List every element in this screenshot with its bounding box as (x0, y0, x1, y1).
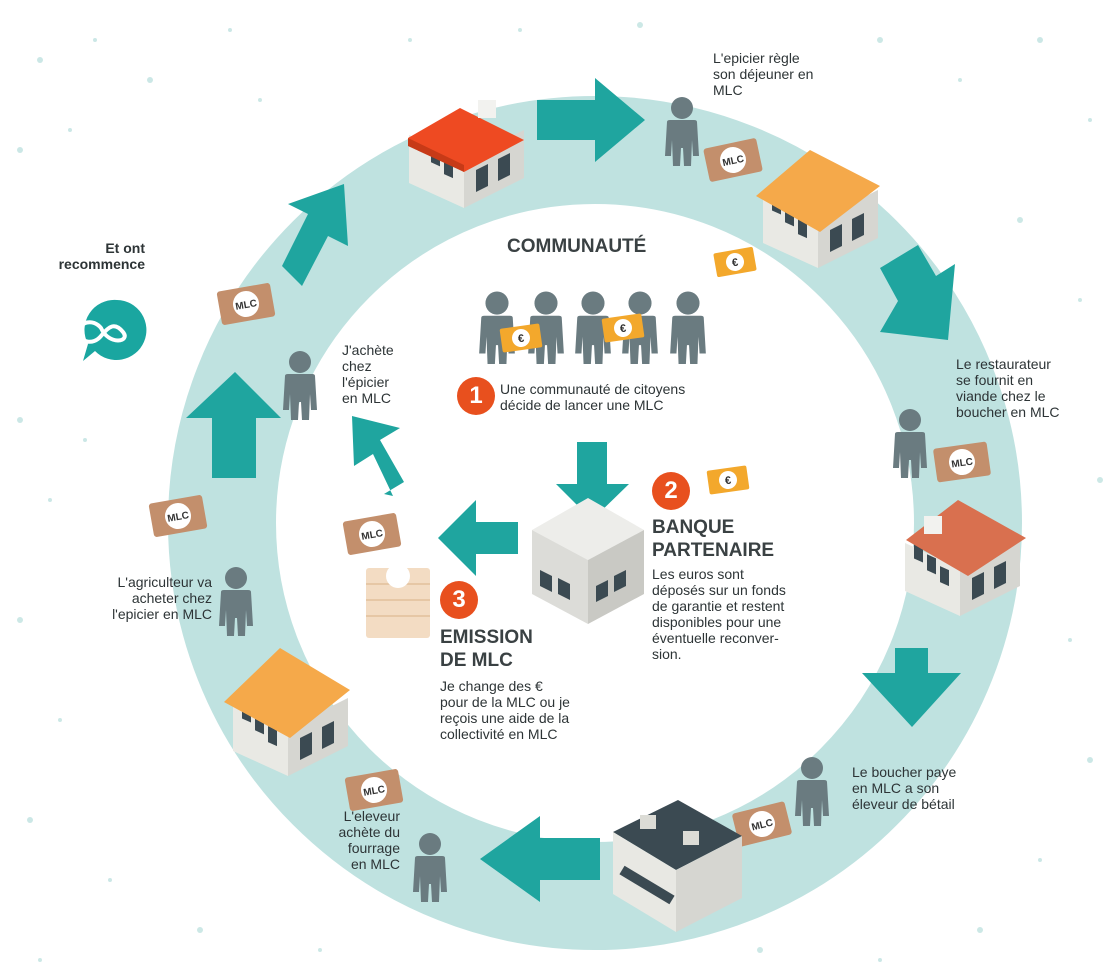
mlc-stack (366, 564, 430, 638)
arrow-top-left (282, 184, 348, 286)
house-orange-roof-bottomleft (224, 648, 350, 776)
arrow-right (862, 648, 961, 727)
arrow-bottom (480, 816, 600, 902)
infinity-bubble (76, 299, 147, 361)
arrow-top (537, 78, 645, 162)
step-3-text: Je change des €pour de la MLC ou je reço… (440, 678, 570, 742)
euro-note-bank (706, 465, 750, 495)
step-3-badge: 3 (440, 581, 478, 619)
arrow-top-right (880, 245, 955, 340)
step-2-badge: 2 (652, 472, 690, 510)
arrow-left-emission (438, 500, 518, 576)
step-1-badge: 1 (457, 377, 495, 415)
infinity-icon (76, 320, 127, 344)
house-red-roof-right (905, 500, 1026, 616)
building-flat-roof (613, 800, 742, 932)
arrow-left (186, 372, 281, 478)
arrow-down-bank (556, 442, 629, 520)
arrow-up-achete (352, 416, 404, 496)
euro-note-3 (713, 246, 757, 278)
house-orange-roof-topright (756, 150, 880, 268)
mlc-note-emission (342, 512, 402, 556)
ring-arrows (186, 78, 961, 902)
communaute-heading: COMMUNAUTÉ (507, 236, 647, 257)
bank-building (532, 498, 644, 624)
background-specks (17, 22, 1103, 962)
house-red-roof (408, 100, 524, 208)
